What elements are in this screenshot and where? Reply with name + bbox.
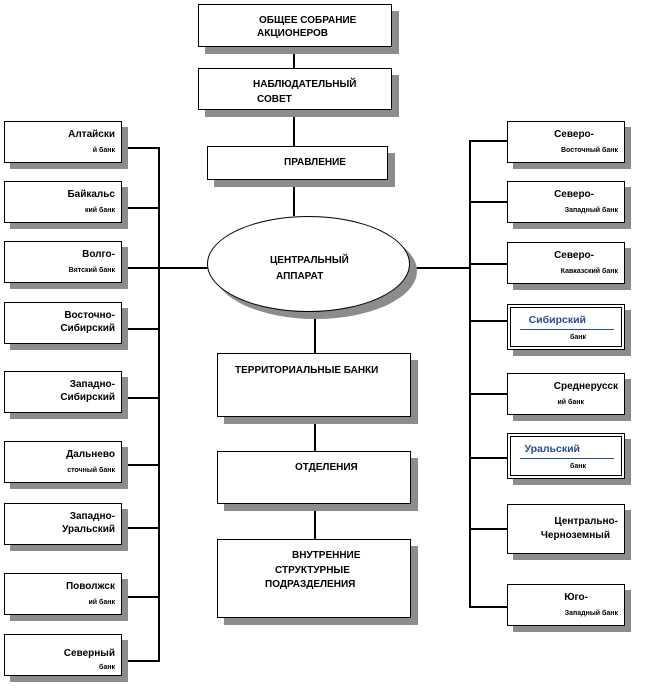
right-bus-vertical xyxy=(469,140,471,608)
bank-central-black-earth: Центрально- Черноземный xyxy=(507,504,625,554)
connector-shareholders-supervisory xyxy=(293,46,295,68)
underline xyxy=(520,458,614,459)
bank-central-russian: Среднерусск ий банк xyxy=(507,373,625,415)
left-stub xyxy=(121,267,159,269)
internal-divisions-box: ВНУТРЕННИЕ СТРУКТУРНЫЕ ПОДРАЗДЕЛЕНИЯ xyxy=(217,539,411,618)
left-stub xyxy=(121,397,159,399)
left-stub xyxy=(121,660,159,662)
underline xyxy=(520,329,614,330)
internal-line-1: ВНУТРЕННИЕ xyxy=(292,550,361,561)
bank-volga: Поволжск ий банк xyxy=(4,573,122,615)
left-stub xyxy=(121,464,159,466)
left-stub xyxy=(121,527,159,529)
bank-ural: Уральский банк xyxy=(507,433,625,479)
branches-box: ОТДЕЛЕНИЯ xyxy=(217,451,411,504)
right-stub xyxy=(469,263,507,265)
bank-north-caucasus: Северо- Кавказский банк xyxy=(507,242,625,284)
left-bus-to-central xyxy=(158,267,208,269)
management-board-box: ПРАВЛЕНИЕ xyxy=(207,146,388,180)
right-stub xyxy=(469,393,507,395)
right-stub xyxy=(469,606,507,608)
branches-label: ОТДЕЛЕНИЯ xyxy=(295,462,358,473)
territorial-banks-box: ТЕРРИТОРИАЛЬНЫЕ БАНКИ xyxy=(217,353,411,417)
territorial-label: ТЕРРИТОРИАЛЬНЫЕ БАНКИ xyxy=(235,365,379,376)
internal-line-2: СТРУКТУРНЫЕ xyxy=(275,565,350,576)
bank-siberian: Сибирский банк xyxy=(507,304,625,350)
left-stub xyxy=(121,147,159,149)
connector-central-territorial xyxy=(314,311,316,353)
connector-board-central xyxy=(293,180,295,216)
right-stub xyxy=(469,457,507,459)
bank-north-eastern: Северо- Восточный банк xyxy=(507,121,625,163)
bank-altai: Алтайски й банк xyxy=(4,121,122,163)
central-line-2: АППАРАТ xyxy=(276,271,324,282)
right-stub xyxy=(469,201,507,203)
supervisory-line-2: СОВЕТ xyxy=(257,94,292,105)
left-stub xyxy=(121,207,159,209)
right-bus-to-central xyxy=(409,267,471,269)
bank-east-siberian: Восточно- Сибирский xyxy=(4,302,122,344)
connector-branches-internal xyxy=(314,503,316,539)
bank-west-siberian: Западно- Сибирский xyxy=(4,371,122,413)
bank-volgo-vyatka: Волго- Вятский банк xyxy=(4,241,122,283)
connector-supervisory-board xyxy=(293,109,295,146)
left-stub xyxy=(121,328,159,330)
right-stub xyxy=(469,140,507,142)
right-stub xyxy=(469,320,507,322)
internal-line-3: ПОДРАЗДЕЛЕНИЯ xyxy=(265,579,356,590)
bank-far-eastern: Дальнево сточный банк xyxy=(4,441,122,483)
bank-west-ural: Западно- Уральский xyxy=(4,503,122,545)
bank-baikal: Байкальс кий банк xyxy=(4,181,122,223)
bank-northern: Северный банк xyxy=(4,634,122,676)
shareholders-line-1: ОБЩЕЕ СОБРАНИЕ xyxy=(259,15,357,26)
central-line-1: ЦЕНТРАЛЬНЫЙ xyxy=(270,255,349,266)
right-stub xyxy=(469,528,507,530)
left-bus-vertical xyxy=(158,147,160,662)
central-apparatus-ellipse: ЦЕНТРАЛЬНЫЙ АППАРАТ xyxy=(207,216,410,312)
connector-territorial-branches xyxy=(314,416,316,451)
supervisory-board-box: НАБЛЮДАТЕЛЬНЫЙ СОВЕТ xyxy=(198,68,392,110)
board-label: ПРАВЛЕНИЕ xyxy=(284,157,346,168)
bank-south-western: Юго- Западный банк xyxy=(507,584,625,626)
supervisory-line-1: НАБЛЮДАТЕЛЬНЫЙ xyxy=(253,79,357,90)
shareholders-meeting-box: ОБЩЕЕ СОБРАНИЕ АКЦИОНЕРОВ xyxy=(198,4,392,47)
left-stub xyxy=(121,596,159,598)
shareholders-line-2: АКЦИОНЕРОВ xyxy=(257,28,329,39)
bank-north-western: Северо- Западный банк xyxy=(507,181,625,223)
